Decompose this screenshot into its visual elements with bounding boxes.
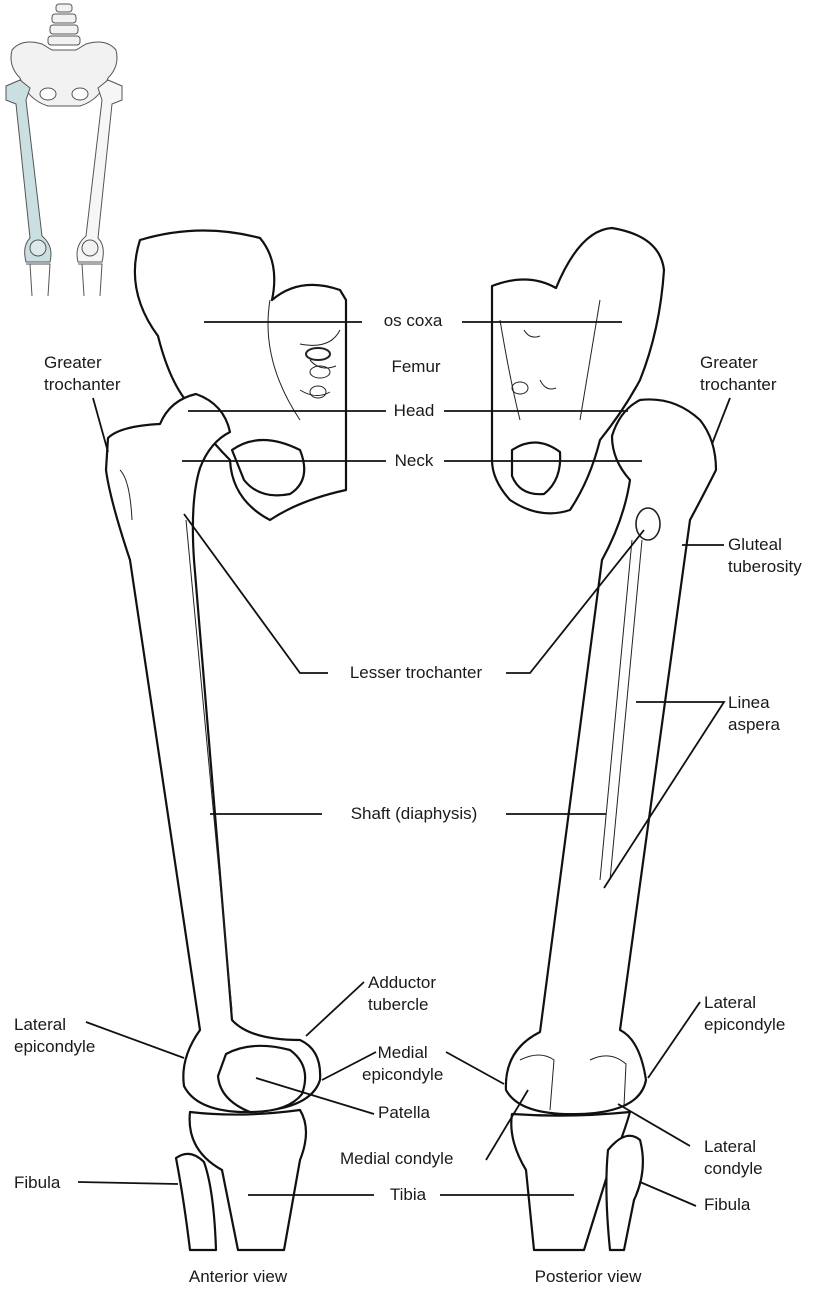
caption-anterior-view: Anterior view bbox=[188, 1267, 288, 1286]
label-gluteal-tuberosity: Gluteal tuberosity bbox=[728, 535, 802, 576]
leader-medial-epicondyle-posterior bbox=[445, 1051, 505, 1085]
label-greater-trochanter-left: Greater trochanter bbox=[44, 353, 121, 394]
thumbnail-femur-highlighted bbox=[5, 79, 52, 263]
label-femur: Femur bbox=[391, 357, 441, 376]
label-medial-condyle: Medial condyle bbox=[340, 1149, 454, 1168]
thumbnail-femur-right bbox=[76, 79, 123, 263]
leader-lateral-epicondyle-right bbox=[647, 1001, 701, 1079]
leader-lines bbox=[77, 321, 731, 1207]
label-neck: Neck bbox=[394, 451, 434, 470]
leader-fibula-right bbox=[639, 1181, 697, 1207]
label-lateral-epicondyle-left: Lateral epicondyle bbox=[14, 1015, 96, 1056]
label-fibula-right: Fibula bbox=[704, 1195, 751, 1214]
leader-greater-trochanter-right bbox=[711, 397, 731, 445]
leader-linea-aspera bbox=[603, 701, 726, 889]
label-linea-aspera: Linea aspera bbox=[728, 693, 780, 734]
label-lateral-condyle: Lateral condyle bbox=[704, 1137, 763, 1178]
label-patella: Patella bbox=[378, 1103, 430, 1122]
label-greater-trochanter-right: Greater trochanter bbox=[700, 353, 777, 394]
label-tibia: Tibia bbox=[389, 1185, 427, 1204]
label-os-coxa: os coxa bbox=[383, 311, 443, 330]
thumbnail-pelvis bbox=[10, 41, 118, 107]
label-medial-epicondyle: Medial epicondyle bbox=[362, 1043, 444, 1084]
leader-lesser-trochanter-right bbox=[506, 529, 645, 674]
leader-medial-epicondyle bbox=[321, 1051, 377, 1081]
leader-adductor-tubercle bbox=[305, 981, 365, 1037]
leader-fibula-left bbox=[77, 1181, 179, 1185]
locator-thumbnail bbox=[5, 3, 123, 297]
posterior-fibula bbox=[605, 1134, 645, 1252]
leader-greater-trochanter-left bbox=[92, 397, 109, 453]
caption-posterior-view: Posterior view bbox=[534, 1267, 642, 1286]
anterior-fibula bbox=[174, 1152, 218, 1252]
posterior-pelvis bbox=[490, 226, 666, 515]
label-fibula-left: Fibula bbox=[14, 1173, 61, 1192]
leader-lesser-trochanter-left bbox=[183, 513, 328, 674]
leader-lateral-epicondyle-left bbox=[85, 1021, 185, 1059]
label-lesser-trochanter: Lesser trochanter bbox=[349, 663, 483, 682]
anterior-pelvis bbox=[133, 229, 348, 522]
leader-lateral-condyle bbox=[617, 1103, 691, 1147]
label-lateral-epicondyle-right: Lateral epicondyle bbox=[704, 993, 786, 1034]
anterior-tibia bbox=[188, 1108, 308, 1252]
thumbnail-spine bbox=[47, 3, 81, 46]
leader-medial-condyle bbox=[485, 1089, 529, 1161]
leader-patella bbox=[255, 1077, 375, 1115]
anterior-femur bbox=[104, 392, 322, 1114]
label-adductor-tubercle: Adductor tubercle bbox=[368, 973, 437, 1014]
posterior-femur bbox=[504, 398, 718, 1116]
label-shaft: Shaft (diaphysis) bbox=[350, 804, 478, 823]
label-head: Head bbox=[393, 401, 435, 420]
